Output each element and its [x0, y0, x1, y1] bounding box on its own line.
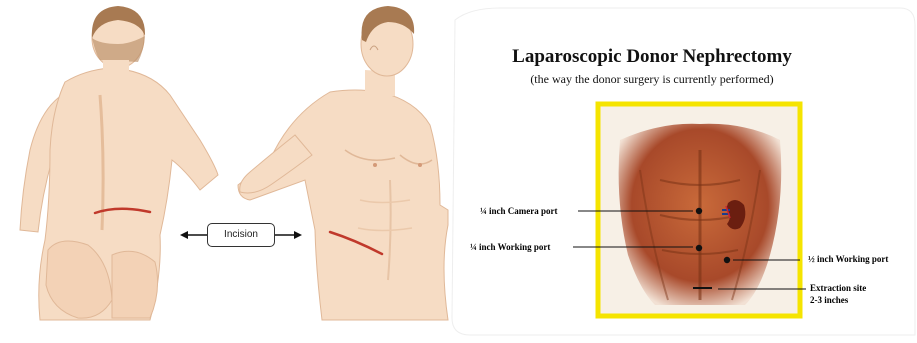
camera-port-dot — [696, 208, 702, 214]
diagram-subtitle: (the way the donor surgery is currently … — [472, 72, 832, 87]
right-working-port-dot — [724, 257, 730, 263]
front-view-figure — [238, 6, 448, 320]
left-working-port-label: ¼ inch Working port — [470, 242, 550, 253]
extraction-size-label: 2-3 inches — [810, 295, 848, 306]
back-view-figure — [20, 6, 218, 320]
right-working-port-label: ½ inch Working port — [808, 254, 888, 265]
front-figure-torso — [238, 90, 448, 320]
extraction-site-label: Extraction site — [810, 283, 866, 294]
left-working-port-dot — [696, 245, 702, 251]
torso-diagram — [619, 124, 782, 305]
diagram-title: Laparoscopic Donor Nephrectomy — [472, 46, 832, 68]
incision-label: Incision — [207, 223, 275, 247]
camera-port-label: ¼ inch Camera port — [480, 206, 558, 217]
